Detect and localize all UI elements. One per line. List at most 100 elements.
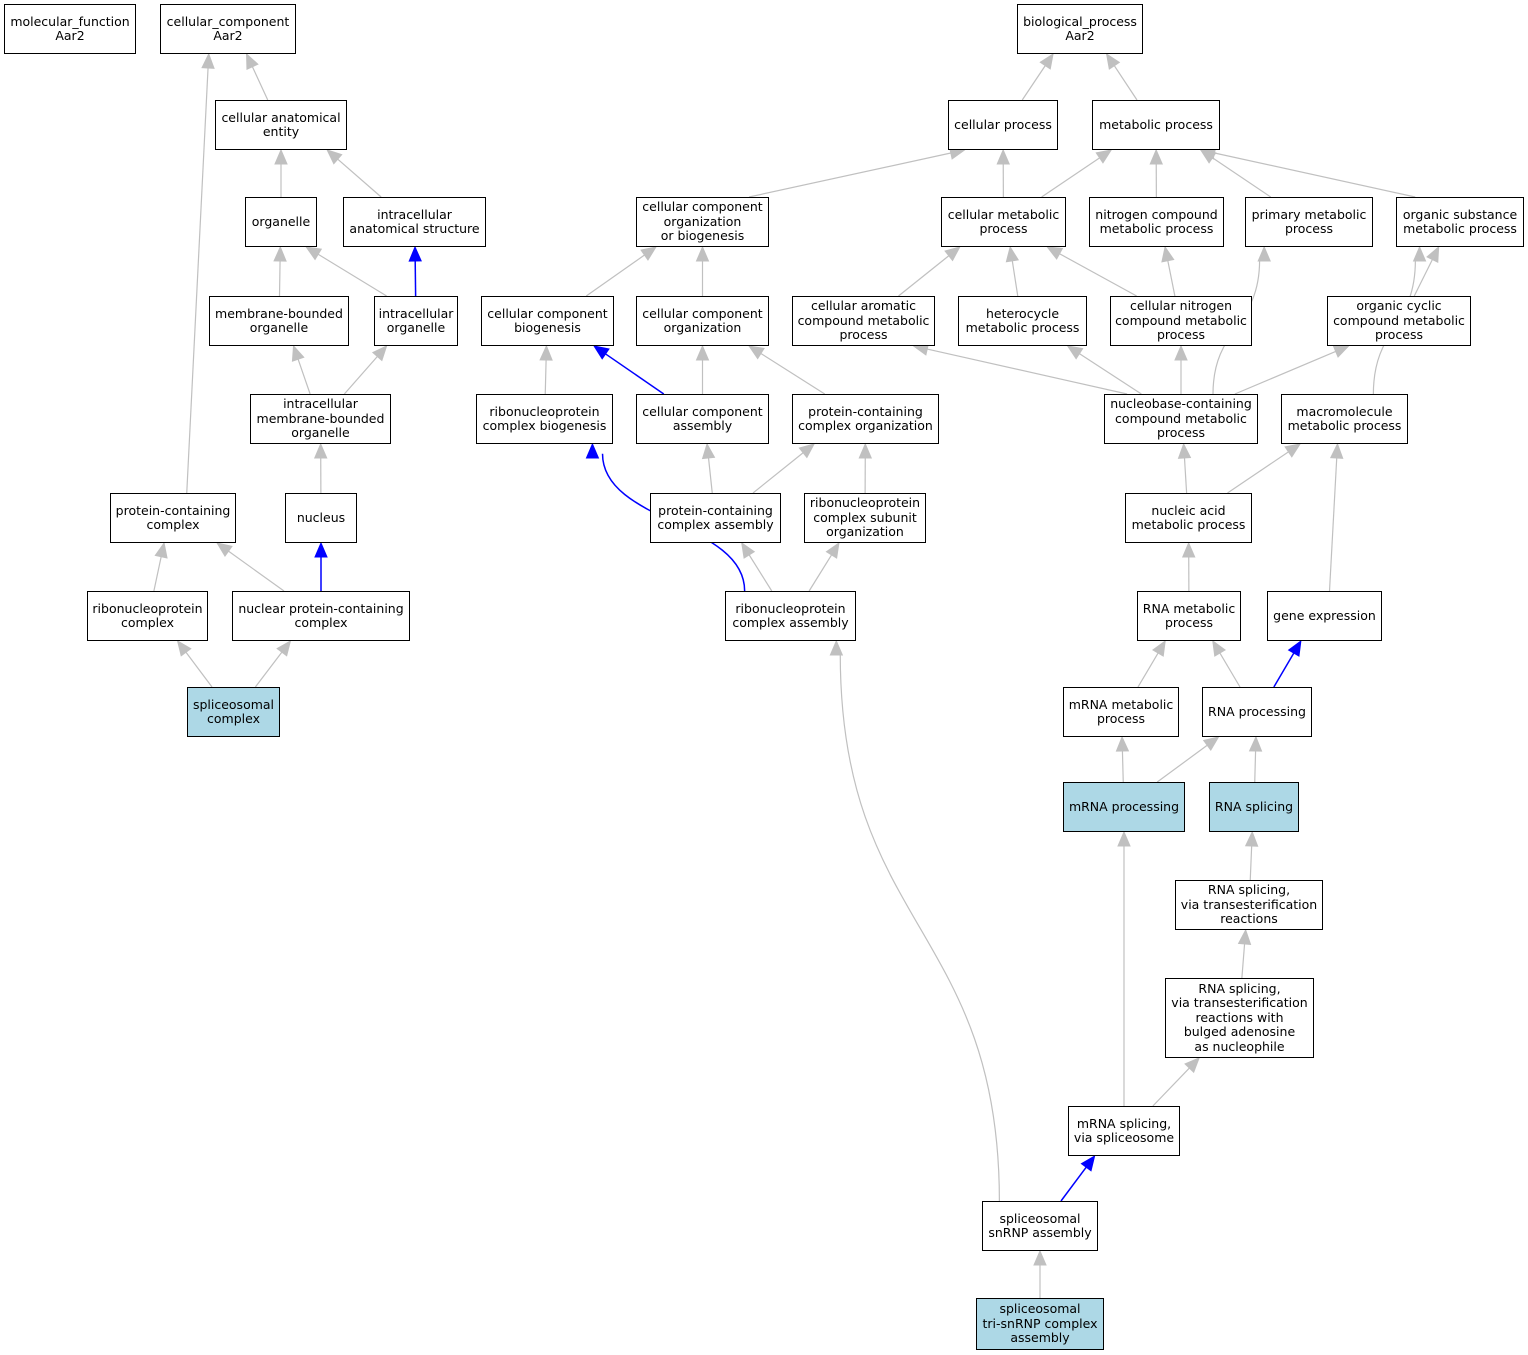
node-molecular-function: molecular_function Aar2 bbox=[4, 4, 136, 54]
node-rna-processing: RNA processing bbox=[1202, 687, 1312, 737]
node-heterocycle: heterocycle metabolic process bbox=[958, 296, 1087, 346]
edge-cc-assembly-to-cellular-component-biogenesis bbox=[593, 345, 665, 395]
node-snrnp-assembly: spliceosomal snRNP assembly bbox=[982, 1201, 1098, 1251]
edge-rna-splicing-to-rna-processing bbox=[1248, 735, 1263, 783]
node-nuclear-pc: nuclear protein-containing complex bbox=[232, 591, 410, 641]
node-intracellular-anatomical-structure: intracellular anatomical structure bbox=[343, 197, 486, 247]
edge-tri-snrnp-to-snrnp-assembly bbox=[1033, 1249, 1047, 1298]
node-pc-organization: protein-containing complex organization bbox=[792, 394, 939, 444]
node-cellular-metabolic-process: cellular metabolic process bbox=[941, 197, 1066, 247]
edge-rnp-complex-to-protein-containing-complex bbox=[153, 541, 168, 592]
edge-pc-assembly-to-cc-assembly bbox=[701, 442, 716, 494]
edge-intracellular-anatomical-structure-to-cellular-anatomical-entity bbox=[326, 149, 382, 198]
node-cellular-nitrogen: cellular nitrogen compound metabolic pro… bbox=[1110, 296, 1252, 346]
edge-spliceosomal-complex-to-nuclear-pc bbox=[254, 639, 292, 688]
edge-mrna-processing-to-mrna-metabolic bbox=[1115, 735, 1130, 783]
node-intracellular-mbo: intracellular membrane-bounded organelle bbox=[250, 394, 391, 444]
edge-gene-expression-to-macromolecule bbox=[1328, 442, 1344, 592]
node-macromolecule: macromolecule metabolic process bbox=[1281, 394, 1408, 444]
edge-cellular-metabolic-process-to-metabolic-process bbox=[1041, 149, 1113, 198]
node-rna-splicing: RNA splicing bbox=[1209, 782, 1299, 832]
edge-cellular-process-to-biological-process bbox=[1021, 52, 1054, 101]
edge-organic-cyclic-to-organic-substance-metabolic-process bbox=[1413, 245, 1440, 297]
edge-mrna-processing-to-rna-processing bbox=[1156, 736, 1220, 783]
edge-rnp-subunit-org-to-pc-organization bbox=[858, 442, 873, 494]
node-cellular-process: cellular process bbox=[948, 100, 1058, 150]
node-rnp-biogenesis: ribonucleoprotein complex biogenesis bbox=[476, 394, 613, 444]
edge-ccob-to-cellular-process bbox=[748, 146, 966, 198]
edge-organelle-to-cellular-anatomical-entity bbox=[274, 148, 288, 197]
node-rnp-assembly: ribonucleoprotein complex assembly bbox=[725, 591, 856, 641]
edge-nucleobase-to-cellular-aromatic bbox=[912, 342, 1128, 395]
edge-rna-metabolic-to-nucleic-acid bbox=[1181, 541, 1196, 592]
edge-intracellular-mbo-to-membrane-bounded-organelle bbox=[291, 344, 311, 395]
node-cellular-component-biogenesis: cellular component biogenesis bbox=[481, 296, 614, 346]
edge-rnp-assembly-to-pc-assembly bbox=[741, 541, 773, 592]
edge-nucleic-acid-to-nucleobase bbox=[1177, 442, 1192, 494]
edge-rna-splicing-bulged-to-rna-splicing-trans bbox=[1237, 928, 1252, 979]
node-cellular-component: cellular_component Aar2 bbox=[160, 4, 296, 54]
edge-rna-splicing-trans-to-rna-splicing bbox=[1244, 830, 1259, 881]
node-mrna-metabolic: mRNA metabolic process bbox=[1063, 687, 1179, 737]
edge-intracellular-mbo-to-intracellular-organelle bbox=[343, 345, 388, 395]
edge-nucleus-to-intracellular-mbo bbox=[313, 442, 328, 494]
node-membrane-bounded-organelle: membrane-bounded organelle bbox=[209, 296, 349, 346]
node-cellular-aromatic: cellular aromatic compound metabolic pro… bbox=[792, 296, 935, 346]
edge-nucleic-acid-to-macromolecule bbox=[1227, 443, 1302, 494]
node-rna-metabolic: RNA metabolic process bbox=[1137, 591, 1241, 641]
edge-heterocycle-to-cellular-metabolic-process bbox=[1005, 245, 1020, 297]
edge-snrnp-assembly-to-rnp-assembly bbox=[829, 639, 1000, 1202]
node-cellular-anatomical-entity: cellular anatomical entity bbox=[215, 100, 347, 150]
node-cc-assembly: cellular component assembly bbox=[636, 394, 769, 444]
node-rnp-complex: ribonucleoprotein complex bbox=[87, 591, 208, 641]
node-rna-splicing-trans: RNA splicing, via transesterification re… bbox=[1175, 880, 1323, 930]
node-ccob: cellular component organization or bioge… bbox=[636, 197, 769, 247]
edge-mrna-metabolic-to-rna-metabolic bbox=[1137, 639, 1166, 688]
edge-metabolic-process-to-biological-process bbox=[1105, 52, 1138, 101]
edge-nucleobase-to-organic-cyclic bbox=[1234, 345, 1350, 395]
node-rna-splicing-bulged: RNA splicing, via transesterification re… bbox=[1165, 978, 1314, 1058]
node-organic-cyclic: organic cyclic compound metabolic proces… bbox=[1327, 296, 1471, 346]
edge-cellular-metabolic-process-to-cellular-process bbox=[996, 148, 1010, 198]
edge-nuclear-pc-to-nucleus bbox=[314, 541, 328, 591]
edge-protein-containing-complex-to-cellular-component bbox=[186, 52, 215, 494]
edge-intracellular-organelle-to-organelle bbox=[305, 246, 387, 297]
edge-cellular-nitrogen-to-cellular-metabolic-process bbox=[1046, 246, 1137, 297]
edge-rnp-biogenesis-to-cellular-component-biogenesis bbox=[539, 344, 553, 395]
node-pc-assembly: protein-containing complex assembly bbox=[650, 493, 781, 543]
edge-rnp-assembly-to-rnp-subunit-org bbox=[808, 541, 840, 592]
edge-membrane-bounded-organelle-to-organelle bbox=[273, 245, 287, 297]
node-cellular-component-organization: cellular component organization bbox=[636, 296, 769, 346]
node-organelle: organelle bbox=[245, 197, 317, 247]
node-nucleobase: nucleobase-containing compound metabolic… bbox=[1104, 394, 1258, 444]
edge-cellular-component-organization-to-ccob bbox=[695, 245, 710, 296]
edge-mrna-splicing-to-mrna-processing bbox=[1117, 830, 1131, 1106]
node-tri-snrnp: spliceosomal tri-snRNP complex assembly bbox=[976, 1298, 1104, 1350]
node-gene-expression: gene expression bbox=[1267, 591, 1382, 641]
edge-spliceosomal-complex-to-rnp-complex bbox=[176, 639, 213, 688]
edge-pc-assembly-to-pc-organization bbox=[752, 443, 816, 494]
node-mrna-processing: mRNA processing bbox=[1063, 782, 1185, 832]
node-nucleus: nucleus bbox=[285, 493, 357, 543]
edge-rna-processing-to-gene-expression bbox=[1273, 639, 1302, 688]
edge-cellular-anatomical-entity-to-cellular-component bbox=[246, 52, 269, 101]
node-mrna-splicing: mRNA splicing, via spliceosome bbox=[1068, 1106, 1180, 1156]
edge-intracellular-organelle-to-intracellular-anatomical-structure bbox=[408, 245, 422, 297]
node-intracellular-organelle: intracellular organelle bbox=[374, 296, 458, 346]
node-spliceosomal-complex: spliceosomal complex bbox=[187, 687, 280, 737]
node-protein-containing-complex: protein-containing complex bbox=[110, 493, 236, 543]
edge-nucleobase-to-heterocycle bbox=[1066, 345, 1142, 395]
node-nitrogen-compound-metabolic-process: nitrogen compound metabolic process bbox=[1089, 197, 1224, 247]
node-metabolic-process: metabolic process bbox=[1092, 100, 1220, 150]
node-nucleic-acid: nucleic acid metabolic process bbox=[1125, 493, 1252, 543]
edge-snrnp-assembly-to-mrna-splicing bbox=[1060, 1154, 1096, 1202]
node-organic-substance-metabolic-process: organic substance metabolic process bbox=[1396, 197, 1524, 247]
edge-cellular-nitrogen-to-nitrogen-compound-metabolic-process bbox=[1161, 245, 1176, 297]
edge-cellular-component-biogenesis-to-ccob bbox=[585, 246, 657, 297]
edge-cc-assembly-to-cellular-component-organization bbox=[695, 344, 710, 394]
edge-nitrogen-compound-metabolic-process-to-metabolic-process bbox=[1149, 148, 1163, 198]
edge-cellular-aromatic-to-cellular-metabolic-process bbox=[898, 246, 961, 297]
edge-nuclear-pc-to-protein-containing-complex bbox=[216, 542, 285, 592]
node-primary-metabolic-process: primary metabolic process bbox=[1245, 197, 1373, 247]
edge-pc-organization-to-cellular-component-organization bbox=[747, 345, 826, 395]
